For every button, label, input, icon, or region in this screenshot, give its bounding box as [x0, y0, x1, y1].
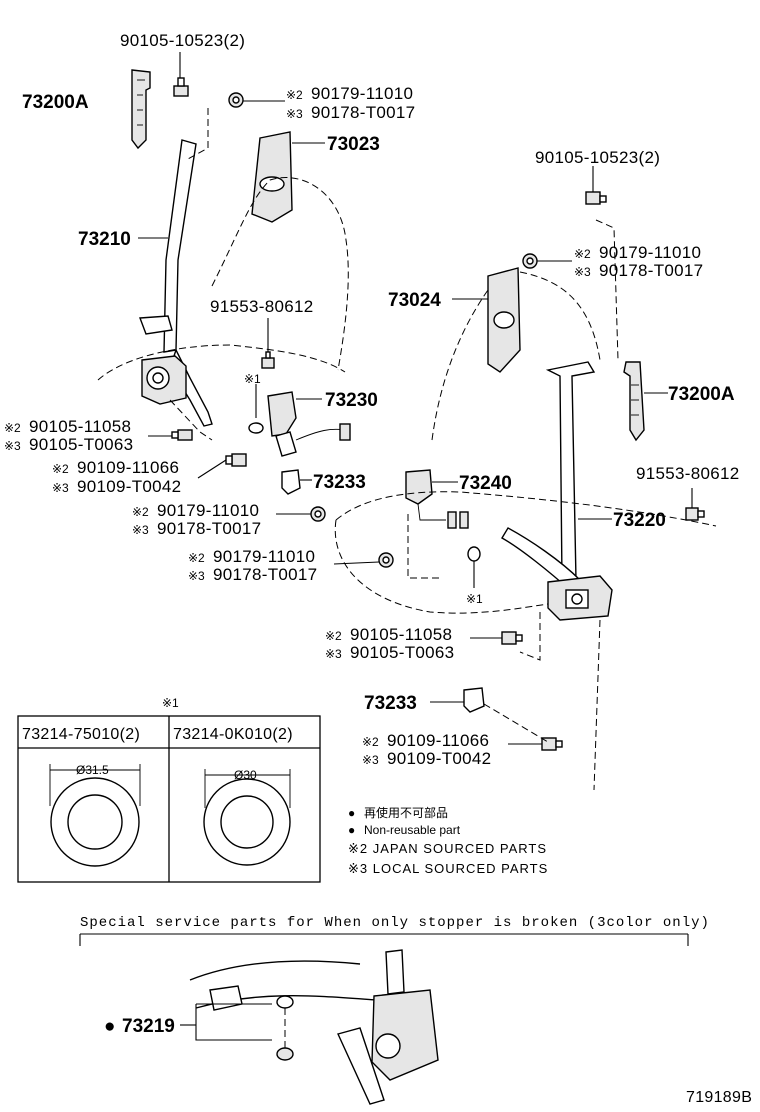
part-90179-11010-low: 90179-11010: [213, 547, 315, 566]
mark-2: ※2: [362, 735, 379, 749]
part-73219: 73219: [122, 1016, 175, 1037]
mark-1-right: ※1: [466, 592, 483, 606]
nut-icon: [378, 552, 394, 568]
mark-3: ※3: [188, 569, 205, 583]
mark-2: ※2: [286, 88, 303, 102]
part-73200A-right: 73200A: [668, 384, 735, 405]
part-90109-T0042-left: 90109-T0042: [77, 477, 181, 496]
table-col1-header: 73214-75010(2): [22, 726, 140, 743]
part-91553-80612-left: 91553-80612: [210, 297, 314, 316]
part-73023: 73023: [327, 134, 380, 155]
buckle-73240: [405, 469, 469, 529]
cap-icon: [463, 687, 485, 713]
nut-icon: [310, 506, 326, 522]
bolt-icon: [585, 191, 607, 205]
washer-drawing-1: [49, 764, 141, 867]
retractor-left: [141, 355, 187, 405]
legend-japan-sourced: ※2 JAPAN SOURCED PARTS: [348, 841, 547, 856]
table-col2-header: 73214-0K010(2): [173, 726, 293, 743]
height-adjuster-right: [623, 361, 645, 442]
part-90105-T0063-left: 90105-T0063: [29, 435, 133, 454]
part-73233-left: 73233: [313, 472, 366, 493]
part-90105-10523-right: 90105-10523(2): [535, 148, 660, 167]
mark-3: ※3: [52, 481, 69, 495]
part-90178-T0017-mid: 90178-T0017: [157, 519, 261, 538]
part-90105-11058-left: 90105-11058: [29, 417, 131, 436]
part-91553-80612-right: 91553-80612: [636, 464, 740, 483]
part-90179-11010-mid: 90179-11010: [157, 501, 259, 520]
part-90105-11058-right: 90105-11058: [350, 625, 452, 644]
special-service-note: Special service parts for When only stop…: [80, 915, 710, 931]
mark-2: ※2: [325, 629, 342, 643]
mark-3: ※3: [286, 107, 303, 121]
part-90179-11010-right: 90179-11010: [599, 243, 701, 262]
part-73210: 73210: [78, 229, 131, 250]
mark-3: ※3: [362, 753, 379, 767]
part-73233-right: 73233: [364, 693, 417, 714]
washer-icon: [467, 546, 481, 562]
seat-belt-73220: [501, 361, 596, 594]
pillar-cover-73023: [251, 131, 293, 223]
nut-icon: [522, 253, 538, 269]
retractor-right: [547, 575, 613, 621]
mark-3: ※3: [325, 647, 342, 661]
height-adjuster-left: [131, 69, 151, 150]
mark-3: ※3: [132, 523, 149, 537]
part-90109-T0042-right: 90109-T0042: [387, 749, 491, 768]
bolt-icon: [501, 631, 523, 645]
bullet-73219: ●: [104, 1016, 115, 1037]
part-90105-10523-left: 90105-10523(2): [120, 31, 245, 50]
pillar-cover-73024: [487, 267, 521, 373]
legend-nonreusable-en: Non-reusable part: [364, 823, 461, 837]
cap-icon: [281, 469, 301, 495]
bolt-icon: [225, 453, 247, 467]
buckle-73230: [267, 391, 351, 457]
bolt-icon: [685, 507, 705, 521]
mark-3: ※3: [4, 439, 21, 453]
part-73200A-left: 73200A: [22, 92, 89, 113]
legend-bullet: ●: [348, 806, 355, 820]
part-73230: 73230: [325, 390, 378, 411]
bolt-icon: [173, 77, 189, 97]
stopper-detail: [189, 949, 439, 1105]
table-title: ※1: [162, 696, 179, 710]
legend-nonreusable-jp: 再使用不可部品: [364, 805, 448, 820]
mark-2: ※2: [132, 505, 149, 519]
part-73240: 73240: [459, 473, 512, 494]
part-73024: 73024: [388, 290, 441, 311]
nut-icon: [228, 92, 244, 108]
part-90105-T0063-right: 90105-T0063: [350, 643, 454, 662]
washer-icon: [248, 422, 264, 434]
part-90178-T0017-right: 90178-T0017: [599, 261, 703, 280]
legend-local-sourced: ※3 LOCAL SOURCED PARTS: [348, 861, 548, 876]
mark-3: ※3: [574, 265, 591, 279]
mark-2: ※2: [188, 551, 205, 565]
mark-1-left: ※1: [244, 372, 261, 386]
part-73220: 73220: [613, 510, 666, 531]
part-90178-T0017-top: 90178-T0017: [311, 103, 415, 122]
washer-drawing-2: [203, 769, 291, 866]
part-90109-11066-right: 90109-11066: [387, 731, 489, 750]
bolt-icon: [261, 351, 275, 369]
part-90109-11066-left: 90109-11066: [77, 458, 179, 477]
part-90178-T0017-low: 90178-T0017: [213, 565, 317, 584]
part-90179-11010-top: 90179-11010: [311, 84, 413, 103]
table-col1-dim: Ø31.5: [76, 763, 109, 777]
mark-2: ※2: [52, 462, 69, 476]
mark-2: ※2: [4, 421, 21, 435]
bolt-icon: [171, 429, 193, 441]
legend-bullet: ●: [348, 823, 355, 837]
mark-2: ※2: [574, 247, 591, 261]
diagram-code: 719189B: [686, 1089, 752, 1106]
table-col2-dim: Ø30: [234, 768, 257, 782]
